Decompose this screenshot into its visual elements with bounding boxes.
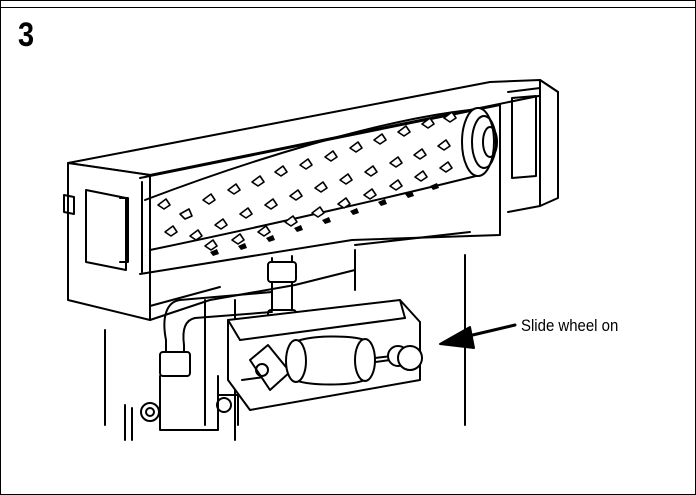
brush-roller [144,107,498,256]
step-number: 3 [18,16,34,54]
brush-housing [63,79,559,321]
arrow-icon [439,323,517,349]
panel-top-rule [0,0,696,8]
callout-label: Slide wheel on [521,316,619,335]
wheel [285,335,423,386]
